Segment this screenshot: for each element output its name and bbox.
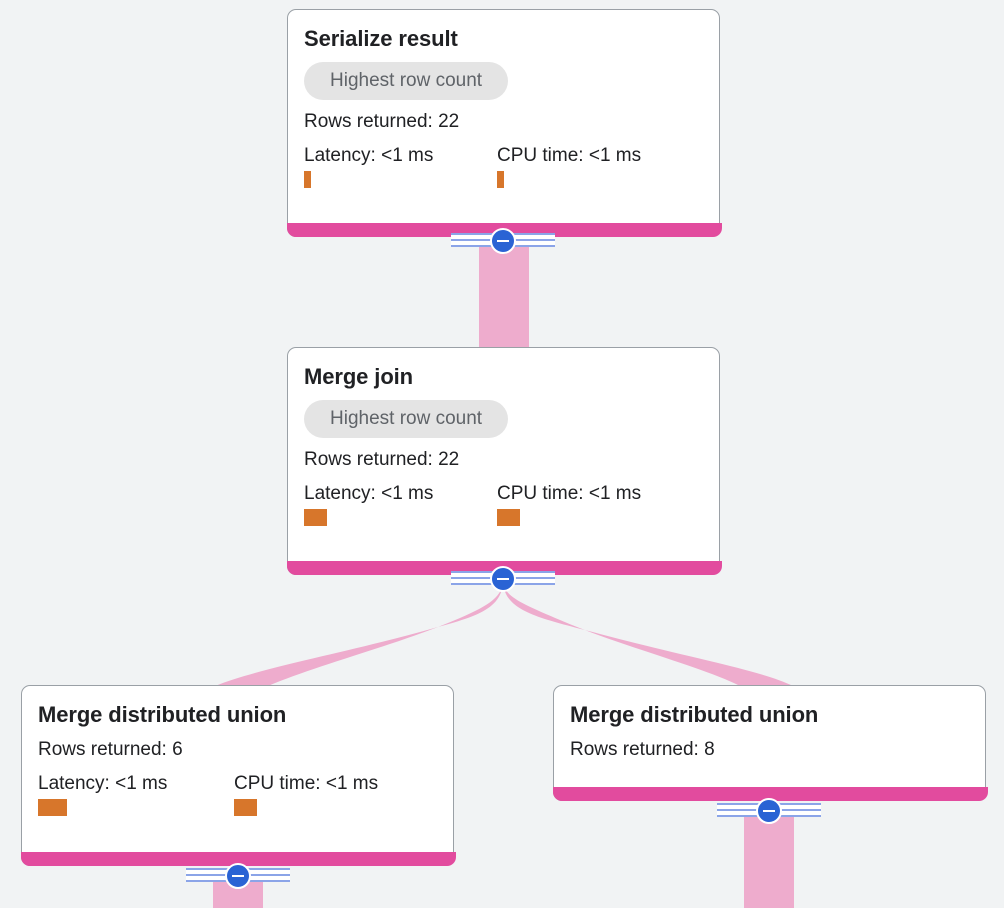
collapse-handle-merge-distributed-union-left[interactable]: [186, 862, 290, 890]
latency-label: Latency: <1 ms: [38, 773, 168, 794]
metrics-row: Latency: <1 ms CPU time: <1 ms: [304, 483, 703, 526]
node-title: Merge distributed union: [570, 702, 819, 727]
latency-metric: Latency: <1 ms: [38, 773, 234, 816]
rows-returned-label: Rows returned: 22: [304, 449, 460, 470]
node-merge-join[interactable]: Merge join Highest row count Rows return…: [287, 347, 722, 575]
edge-merge-join-to-right-union: [503, 580, 793, 686]
latency-label: Latency: <1 ms: [304, 483, 434, 504]
node-status-bar: [553, 787, 988, 801]
edge-right-union-downward: [744, 811, 794, 908]
rows-returned-label: Rows returned: 8: [570, 739, 715, 760]
metrics-row: Latency: <1 ms CPU time: <1 ms: [38, 773, 437, 816]
cpu-time-bar: [497, 509, 520, 526]
latency-label: Latency: <1 ms: [304, 145, 434, 166]
highest-row-count-badge: Highest row count: [304, 400, 509, 438]
collapse-handle-merge-distributed-union-right[interactable]: [717, 797, 821, 825]
edge-merge-join-to-left-union: [215, 580, 503, 686]
node-merge-distributed-union-right[interactable]: Merge distributed union Rows returned: 8: [553, 685, 988, 801]
minus-circle-icon[interactable]: [490, 228, 516, 254]
latency-bar: [38, 799, 67, 816]
rows-returned-label: Rows returned: 6: [38, 739, 183, 760]
cpu-metric: CPU time: <1 ms: [234, 773, 378, 816]
node-title: Merge join: [304, 364, 414, 389]
node-title: Serialize result: [304, 26, 458, 51]
cpu-time-bar: [497, 171, 504, 188]
collapse-handle-serialize-result[interactable]: [451, 227, 555, 255]
latency-bar: [304, 171, 311, 188]
node-status-bar: [21, 852, 456, 866]
cpu-time-bar: [234, 799, 257, 816]
minus-circle-icon[interactable]: [756, 798, 782, 824]
cpu-time-label: CPU time: <1 ms: [497, 483, 642, 504]
node-serialize-result[interactable]: Serialize result Highest row count Rows …: [287, 9, 722, 237]
cpu-metric: CPU time: <1 ms: [497, 145, 641, 188]
cpu-time-label: CPU time: <1 ms: [234, 773, 379, 794]
latency-metric: Latency: <1 ms: [304, 483, 497, 526]
metrics-row: Latency: <1 ms CPU time: <1 ms: [304, 145, 703, 188]
collapse-handle-merge-join[interactable]: [451, 565, 555, 593]
node-merge-distributed-union-left[interactable]: Merge distributed union Rows returned: 6…: [21, 685, 456, 866]
latency-metric: Latency: <1 ms: [304, 145, 497, 188]
edge-serialize-to-merge-join: [479, 240, 529, 348]
highest-row-count-badge: Highest row count: [304, 62, 509, 100]
latency-bar: [304, 509, 327, 526]
minus-circle-icon[interactable]: [225, 863, 251, 889]
rows-returned-label: Rows returned: 22: [304, 111, 460, 132]
minus-circle-icon[interactable]: [490, 566, 516, 592]
cpu-metric: CPU time: <1 ms: [497, 483, 641, 526]
node-title: Merge distributed union: [38, 702, 287, 727]
cpu-time-label: CPU time: <1 ms: [497, 145, 642, 166]
